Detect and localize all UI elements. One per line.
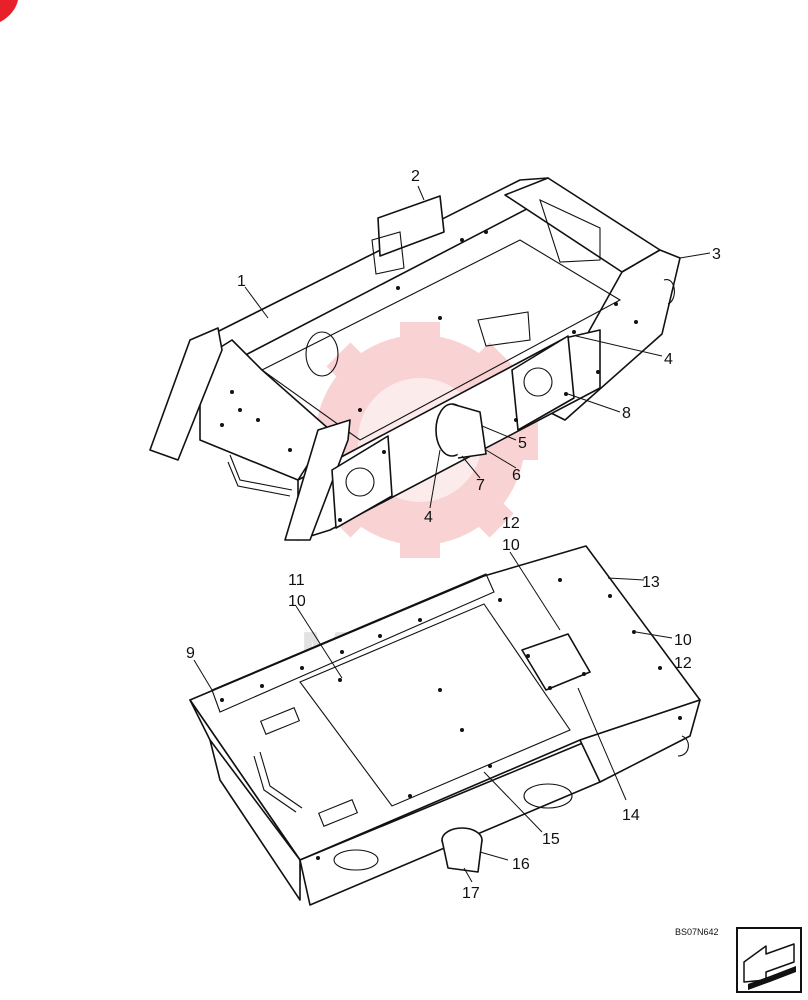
callout-10: 10 xyxy=(674,632,692,649)
callout-13: 13 xyxy=(642,574,660,591)
upper-frame xyxy=(149,177,681,541)
callout-9: 9 xyxy=(186,645,195,662)
callout-12: 12 xyxy=(674,655,692,672)
callout-10: 10 xyxy=(288,593,306,610)
callout-16: 16 xyxy=(512,856,530,873)
callout-8: 8 xyxy=(622,405,631,422)
lower-frame xyxy=(189,545,701,906)
callout-15: 15 xyxy=(542,831,560,848)
callout-1: 1 xyxy=(237,273,246,290)
callout-2: 2 xyxy=(411,168,420,185)
next-page-button[interactable] xyxy=(736,927,802,993)
next-page-arrow-icon xyxy=(743,943,796,990)
callout-4: 4 xyxy=(664,351,673,368)
callout-4: 4 xyxy=(424,509,433,526)
callout-17: 17 xyxy=(462,885,480,902)
callout-10: 10 xyxy=(502,537,520,554)
callout-7: 7 xyxy=(476,477,485,494)
callout-12: 12 xyxy=(502,515,520,532)
callout-14: 14 xyxy=(622,807,640,824)
callout-6: 6 xyxy=(512,467,521,484)
callout-11: 11 xyxy=(288,572,305,589)
reference-code: BS07N642 xyxy=(675,927,719,937)
callout-labels: 1 2 3 4 4 5 6 7 8 9 11 10 12 10 13 10 12… xyxy=(186,168,721,902)
corner-mark xyxy=(0,0,18,22)
callout-3: 3 xyxy=(712,246,721,263)
leader-lines xyxy=(193,185,711,883)
callout-5: 5 xyxy=(518,435,527,452)
